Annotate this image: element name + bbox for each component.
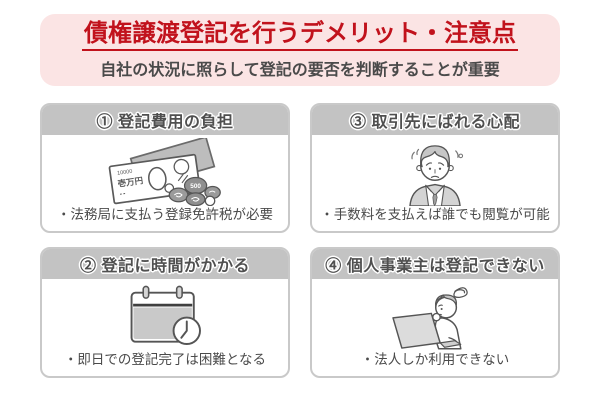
card-registration-time-body: ・即日での登記完了は困難となる	[42, 279, 288, 376]
coin-500-text: 500	[190, 183, 201, 190]
card-sole-proprietor-title: ④ 個人事業主は登記できない	[325, 258, 545, 275]
page-subtitle: 自社の状況に照らして登記の要否を判断することが重要	[100, 62, 500, 80]
calendar-clock-icon	[80, 281, 250, 352]
card-registration-cost-title: ① 登記費用の負担	[96, 114, 234, 131]
cards-grid: ① 登記費用の負担 10000 壱万円	[40, 103, 560, 378]
card-sole-proprietor: ④ 個人事業主は登記できない ・法人しか	[310, 247, 560, 378]
banknote-serial-text: 10000	[117, 169, 133, 177]
card-registration-cost: ① 登記費用の負担 10000 壱万円	[40, 103, 290, 233]
worried-businessman-icon	[350, 137, 520, 207]
card-registration-time: ② 登記に時間がかかる ・即日での登記完了は困難となる	[40, 247, 290, 378]
banknotes-coins-icon: 10000 壱万円 500	[80, 137, 250, 207]
card-partner-discovery-header: ③ 取引先にばれる心配	[312, 105, 558, 135]
card-registration-time-title: ② 登記に時間がかかる	[80, 258, 250, 275]
card-registration-cost-body: 10000 壱万円 500	[42, 135, 288, 231]
header-banner: 債権譲渡登記を行うデメリット・注意点 自社の状況に照らして登記の要否を判断するこ…	[40, 14, 560, 86]
card-partner-discovery-body: ・手数料を支払えば誰でも閲覧が可能	[312, 135, 558, 231]
card-partner-discovery-caption: ・手数料を支払えば誰でも閲覧が可能	[320, 206, 550, 222]
card-registration-time-caption: ・即日での登記完了は困難となる	[63, 351, 267, 367]
card-sole-proprietor-caption: ・法人しか利用できない	[360, 351, 510, 367]
card-partner-discovery-title: ③ 取引先にばれる心配	[350, 114, 520, 131]
card-registration-time-header: ② 登記に時間がかかる	[42, 249, 288, 279]
card-registration-cost-header: ① 登記費用の負担	[42, 105, 288, 135]
card-registration-cost-caption: ・法務局に支払う登録免許税が必要	[57, 206, 273, 222]
card-partner-discovery: ③ 取引先にばれる心配	[310, 103, 560, 233]
page-title: 債権譲渡登記を行うデメリット・注意点	[82, 20, 518, 52]
banknote-label-text: 壱万円	[117, 175, 144, 188]
person-laptop-icon	[350, 281, 520, 352]
card-sole-proprietor-header: ④ 個人事業主は登記できない	[312, 249, 558, 279]
card-sole-proprietor-body: ・法人しか利用できない	[312, 279, 558, 376]
